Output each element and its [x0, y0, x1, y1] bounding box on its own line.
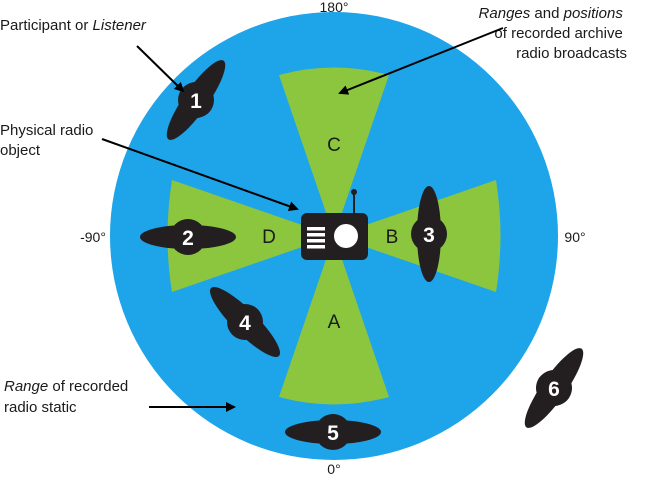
sector-c	[279, 67, 389, 236]
sector-label-c: C	[327, 135, 341, 156]
sector-d	[167, 180, 334, 292]
listener-number-5: 5	[327, 422, 339, 445]
listener-number-3: 3	[423, 224, 435, 247]
radio-icon	[301, 189, 368, 260]
annotation-arrow-radio	[101, 138, 299, 212]
annotation-broadcasts: Ranges and positions of recorded archive…	[479, 5, 627, 62]
listener-number-2: 2	[182, 227, 194, 250]
sector-label-b: B	[386, 227, 399, 248]
sector-label-d: D	[262, 227, 276, 248]
listener-number-1: 1	[190, 90, 202, 113]
annotation-static: Range of recorded radio static	[4, 378, 132, 416]
angle-label-right: 90°	[564, 229, 585, 245]
angle-label-top: 180°	[320, 0, 349, 15]
annotation-arrow-broadcasts	[338, 27, 504, 95]
angle-label-bottom: 0°	[327, 461, 340, 477]
listener-number-4: 4	[239, 312, 251, 335]
annotation-listener: Participant or Listener	[0, 17, 147, 34]
listener-number-6: 6	[548, 378, 560, 401]
sector-a	[279, 236, 389, 405]
annotation-radio: Physical radio object	[0, 122, 98, 159]
sector-label-a: A	[328, 312, 341, 333]
annotation-arrow-listener	[136, 45, 185, 93]
angle-label-left: -90°	[80, 229, 106, 245]
